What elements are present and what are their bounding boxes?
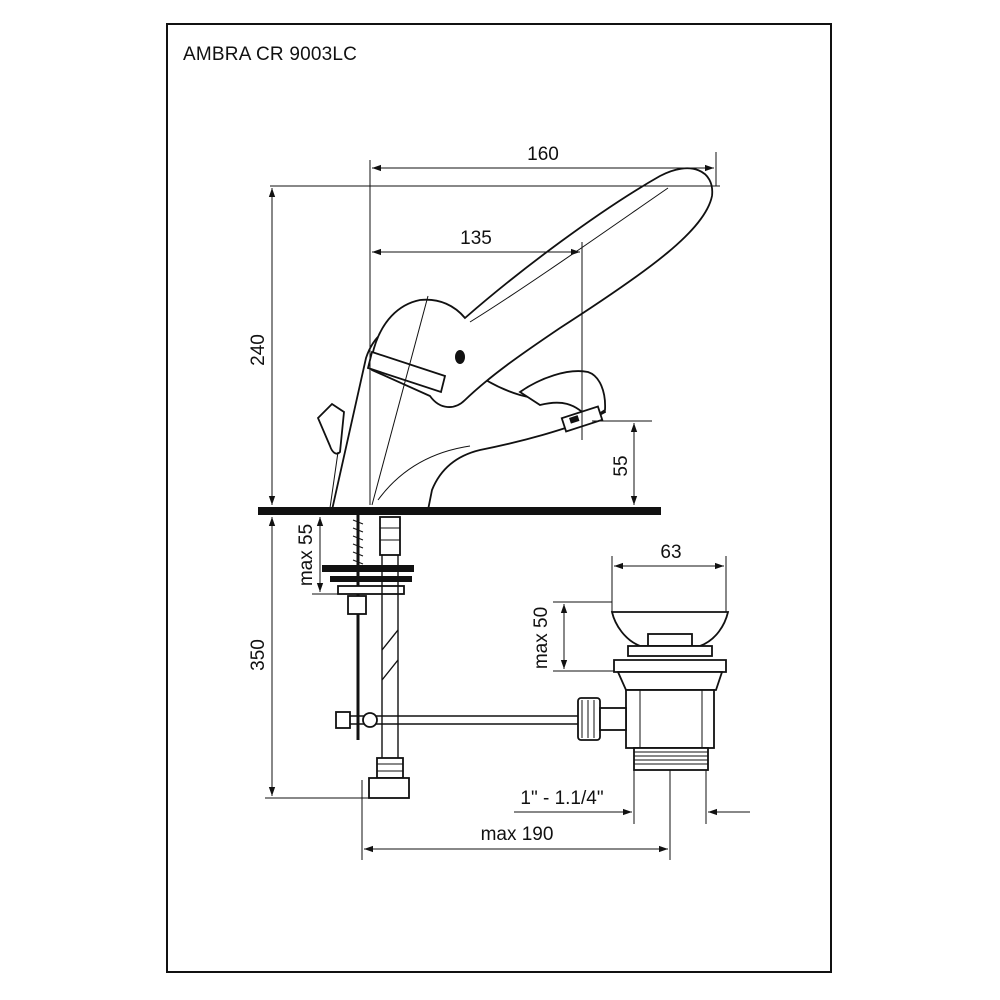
- dim-label-width-total: 160: [527, 144, 559, 165]
- dim-label-waste-diameter: 63: [660, 542, 681, 563]
- deck-surface: [258, 185, 720, 515]
- waste-drain: [577, 611, 730, 771]
- dim-label-height-total: 240: [248, 334, 269, 366]
- dimension-lines: [265, 152, 750, 860]
- dim-label-below-deck: 350: [248, 639, 269, 671]
- faucet-body: [316, 167, 713, 511]
- dim-label-width-spout: 135: [460, 228, 492, 249]
- drawing-frame: [166, 23, 832, 973]
- dim-label-thread: 1" - 1.1/4": [520, 788, 603, 809]
- dim-label-max-reach: max 190: [481, 824, 554, 845]
- dim-label-spout-height: 55: [611, 455, 632, 476]
- underdeck-fittings: [322, 515, 580, 799]
- dim-label-max-deck: max 55: [296, 524, 317, 586]
- dim-label-max-waste: max 50: [531, 607, 552, 669]
- drawing-title: AMBRA CR 9003LC: [183, 44, 358, 65]
